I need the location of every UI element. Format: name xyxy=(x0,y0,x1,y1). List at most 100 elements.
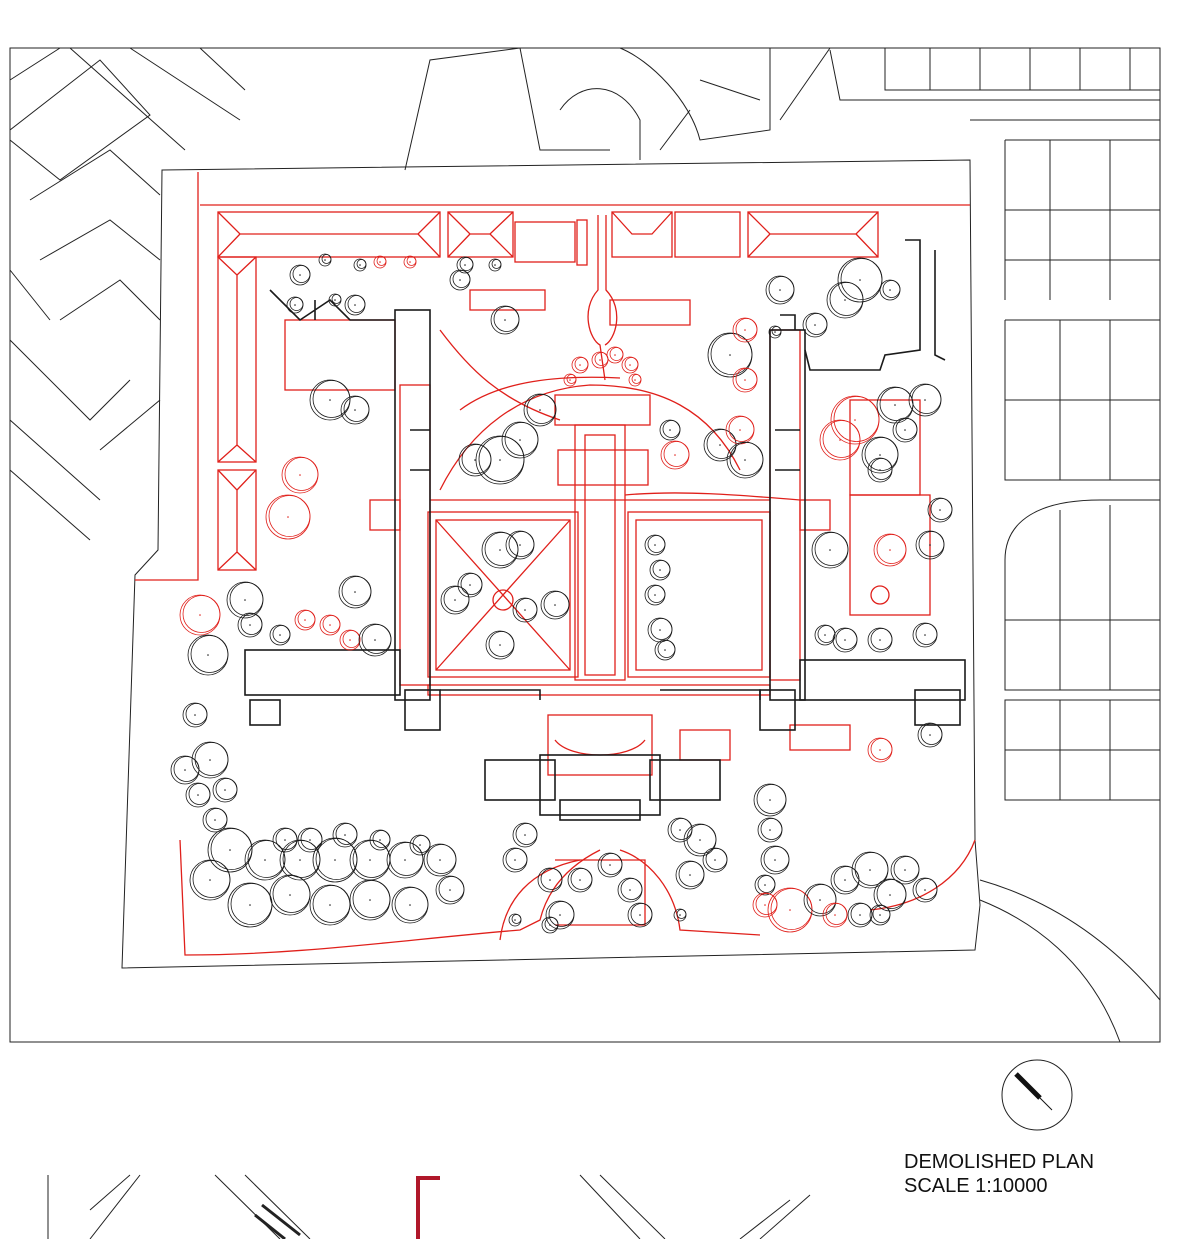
existing-buildings xyxy=(244,239,966,821)
tree-trunk xyxy=(549,924,551,926)
tree-symbol xyxy=(870,628,893,650)
tree-trunk xyxy=(329,904,331,906)
tree-trunk xyxy=(409,904,411,906)
tree-symbol xyxy=(872,905,891,923)
tree-symbol xyxy=(647,535,666,553)
tree-symbol xyxy=(284,457,319,491)
tree-symbol xyxy=(678,861,705,887)
tree-trunk xyxy=(819,899,821,901)
tree-symbol xyxy=(505,848,528,870)
tree-trunk xyxy=(879,454,881,456)
north-arrow-icon xyxy=(1001,1059,1073,1131)
tree-symbol xyxy=(504,422,539,456)
tree-trunk xyxy=(309,839,311,841)
tree-trunk xyxy=(814,324,816,326)
tree-symbol xyxy=(205,808,228,830)
tree-symbol xyxy=(770,888,813,930)
tree-symbol xyxy=(312,885,351,923)
tree-symbol xyxy=(735,318,758,340)
tree-trunk xyxy=(549,879,551,881)
tree-symbol xyxy=(763,846,790,872)
tree-symbol xyxy=(443,586,470,612)
tree-trunk xyxy=(464,264,466,266)
tree-symbol xyxy=(833,396,880,442)
tree-trunk xyxy=(349,639,351,641)
tree-trunk xyxy=(474,459,476,461)
tree-symbol xyxy=(609,347,624,361)
tree-trunk xyxy=(879,914,881,916)
tree-symbol xyxy=(710,333,753,375)
tree-trunk xyxy=(924,399,926,401)
tree-trunk xyxy=(614,354,616,356)
tree-trunk xyxy=(569,379,571,381)
tree-trunk xyxy=(499,644,501,646)
tree-trunk xyxy=(739,429,741,431)
tree-trunk xyxy=(714,859,716,861)
tree-symbol xyxy=(755,893,778,915)
tree-trunk xyxy=(859,914,861,916)
tree-symbol xyxy=(706,429,737,459)
tree-trunk xyxy=(244,599,246,601)
tree-trunk xyxy=(504,319,506,321)
tree-trunk xyxy=(654,544,656,546)
tree-symbol xyxy=(882,280,901,298)
tree-symbol xyxy=(331,294,342,304)
tree-symbol xyxy=(756,784,787,814)
tree-trunk xyxy=(829,549,831,551)
tree-trunk xyxy=(679,829,681,831)
tree-trunk xyxy=(514,919,516,921)
tree-trunk xyxy=(519,439,521,441)
tree-symbol xyxy=(600,853,623,875)
tree-trunk xyxy=(404,859,406,861)
tree-trunk xyxy=(744,459,746,461)
tree-trunk xyxy=(654,594,656,596)
tree-symbol xyxy=(406,256,417,266)
tree-symbol xyxy=(835,628,858,650)
tree-trunk xyxy=(209,879,211,881)
tree-trunk xyxy=(539,409,541,411)
tree-symbol xyxy=(652,560,671,578)
tree-trunk xyxy=(249,904,251,906)
tree-symbol xyxy=(876,879,907,909)
tree-symbol xyxy=(548,901,575,927)
tree-symbol xyxy=(343,396,370,422)
tree-symbol xyxy=(662,420,681,438)
tree-symbol xyxy=(426,844,457,874)
tree-trunk xyxy=(789,909,791,911)
tree-trunk xyxy=(514,859,516,861)
tree-trunk xyxy=(879,469,881,471)
tree-symbol xyxy=(461,444,492,474)
tree-trunk xyxy=(889,549,891,551)
tree-symbol xyxy=(190,635,229,673)
trees xyxy=(170,253,953,934)
tree-trunk xyxy=(249,624,251,626)
tree-symbol xyxy=(452,270,471,288)
tree-trunk xyxy=(454,599,456,601)
map-frame xyxy=(9,47,1161,1043)
tree-symbol xyxy=(315,838,358,880)
tree-trunk xyxy=(879,639,881,641)
tree-symbol xyxy=(493,306,520,332)
tree-symbol xyxy=(268,495,311,537)
tree-symbol xyxy=(188,783,211,805)
tree-symbol xyxy=(394,887,429,921)
tree-symbol xyxy=(182,595,221,633)
tree-trunk xyxy=(609,864,611,866)
tree-trunk xyxy=(524,834,526,836)
tree-trunk xyxy=(324,259,326,261)
tree-symbol xyxy=(488,631,515,657)
tree-trunk xyxy=(329,399,331,401)
tree-symbol xyxy=(895,418,918,440)
tree-symbol xyxy=(566,374,577,384)
demolished-structures xyxy=(135,172,976,956)
tree-symbol xyxy=(686,824,717,854)
tree-symbol xyxy=(292,265,311,283)
tree-trunk xyxy=(554,604,556,606)
tree-symbol xyxy=(215,778,238,800)
tree-trunk xyxy=(729,354,731,356)
tree-symbol xyxy=(247,840,286,878)
tree-symbol xyxy=(185,703,208,725)
tree-trunk xyxy=(659,629,661,631)
tree-trunk xyxy=(689,874,691,876)
tree-trunk xyxy=(207,654,209,656)
